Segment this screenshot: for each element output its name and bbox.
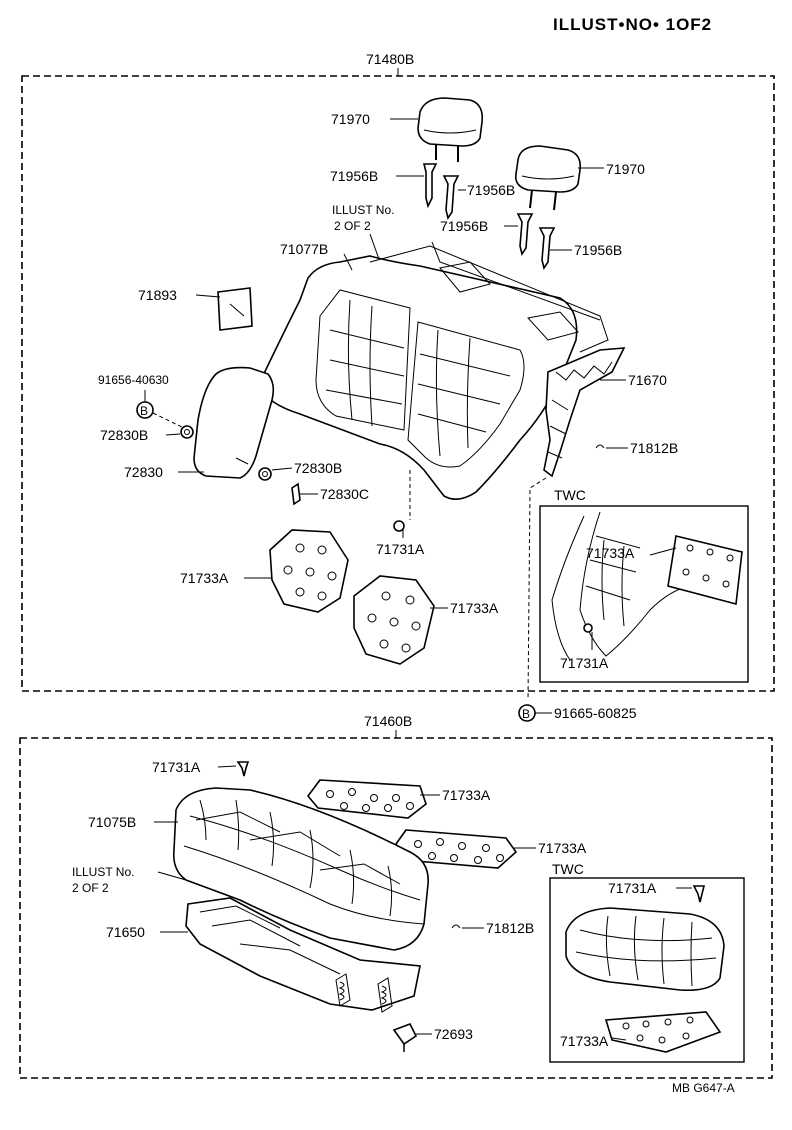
clip-lower-label: 72693 bbox=[434, 1026, 473, 1042]
lower-assembly-label: 71460B bbox=[364, 713, 412, 729]
clip-a-drawing bbox=[180, 425, 194, 439]
support-3-label: 71956B bbox=[440, 218, 488, 234]
armrest-drawing bbox=[193, 366, 275, 479]
illust-ref-lower-line1: ILLUST No. bbox=[72, 865, 134, 879]
bolt-symbol-upper-text: B bbox=[140, 404, 148, 418]
pad-b-drawing bbox=[353, 575, 435, 665]
illustration-number: ILLUST•NO• 1OF2 bbox=[553, 15, 712, 34]
fastener-upper-label: 71731A bbox=[376, 541, 425, 557]
frame-drawing bbox=[543, 347, 626, 478]
upper-assembly: 71480B 71970 71970 71956B 71956B bbox=[21, 51, 775, 722]
clip-b-label: 72830B bbox=[294, 460, 342, 476]
twc-lower-fastener-label: 71731A bbox=[608, 880, 657, 896]
hog-ring-lower-label: 71812B bbox=[486, 920, 534, 936]
twc-upper-pad-label: 71733A bbox=[586, 545, 635, 561]
frame-lower-drawing bbox=[185, 897, 421, 1013]
support-1-label: 71956B bbox=[330, 168, 378, 184]
seat-cushion-drawing bbox=[172, 787, 429, 951]
frame-lower-label: 71650 bbox=[106, 924, 145, 940]
illust-ref-upper-line2: 2 OF 2 bbox=[334, 219, 371, 233]
headrest-right-drawing bbox=[514, 145, 582, 211]
seat-back-drawing bbox=[257, 241, 609, 500]
twc-upper-fastener-label: 71731A bbox=[560, 655, 609, 671]
clip-c-drawing bbox=[291, 482, 301, 506]
illust-ref-upper-line1: ILLUST No. bbox=[332, 203, 394, 217]
support-2-label: 71956B bbox=[467, 182, 515, 198]
pad-small-label: 71893 bbox=[138, 287, 177, 303]
hog-ring-upper-label: 71812B bbox=[630, 440, 678, 456]
clip-c-label: 72830C bbox=[320, 486, 369, 502]
lower-assembly: 71460B 71731A 71733A 71733A bbox=[19, 713, 773, 1079]
bolt-number-bottom-label: 91665-60825 bbox=[554, 705, 637, 721]
twc-lower-pad-label: 71733A bbox=[560, 1033, 609, 1049]
cushion-cover-label: 71075B bbox=[88, 814, 136, 830]
upper-assembly-label: 71480B bbox=[366, 51, 414, 67]
fastener-lower-drawing bbox=[236, 761, 250, 777]
pad-lower-a-label: 71733A bbox=[442, 787, 491, 803]
twc-lower-drawing bbox=[565, 885, 725, 1053]
twc-upper-box bbox=[539, 505, 749, 683]
supports-drawing bbox=[422, 163, 556, 270]
support-4-label: 71956B bbox=[574, 242, 622, 258]
drawing-code: MB G647-A bbox=[672, 1081, 735, 1095]
headrest-left-drawing bbox=[417, 97, 484, 162]
clip-lower-drawing bbox=[392, 1022, 418, 1052]
twc-upper-drawing bbox=[551, 511, 743, 661]
back-cover-label: 71077B bbox=[280, 241, 328, 257]
frame-label: 71670 bbox=[628, 372, 667, 388]
illust-ref-lower-line2: 2 OF 2 bbox=[72, 881, 109, 895]
clip-a-label: 72830B bbox=[100, 427, 148, 443]
hog-ring-lower-drawing bbox=[451, 924, 461, 929]
armrest-label: 72830 bbox=[124, 464, 163, 480]
headrest-left-label: 71970 bbox=[331, 111, 370, 127]
twc-lower-title: TWC bbox=[552, 861, 584, 877]
clip-b-drawing bbox=[258, 467, 272, 481]
hog-ring-upper-drawing bbox=[595, 444, 605, 449]
pad-a-drawing bbox=[269, 529, 349, 613]
pad-lower-a-drawing bbox=[306, 779, 427, 819]
twc-upper-title: TWC bbox=[554, 487, 586, 503]
fastener-upper-drawing bbox=[393, 520, 405, 532]
pad-lower-b-label: 71733A bbox=[538, 840, 587, 856]
headrest-right-label: 71970 bbox=[606, 161, 645, 177]
bolt-symbol-bottom-text: B bbox=[522, 707, 530, 721]
twc-lower-box bbox=[549, 877, 745, 1063]
pad-small-drawing bbox=[217, 287, 253, 331]
pad-lower-b-drawing bbox=[395, 829, 518, 869]
pad-b-label: 71733A bbox=[450, 600, 499, 616]
pad-a-label: 71733A bbox=[180, 570, 229, 586]
fastener-lower-label: 71731A bbox=[152, 759, 201, 775]
bolt-number-upper-label: 91656-40630 bbox=[98, 373, 169, 387]
